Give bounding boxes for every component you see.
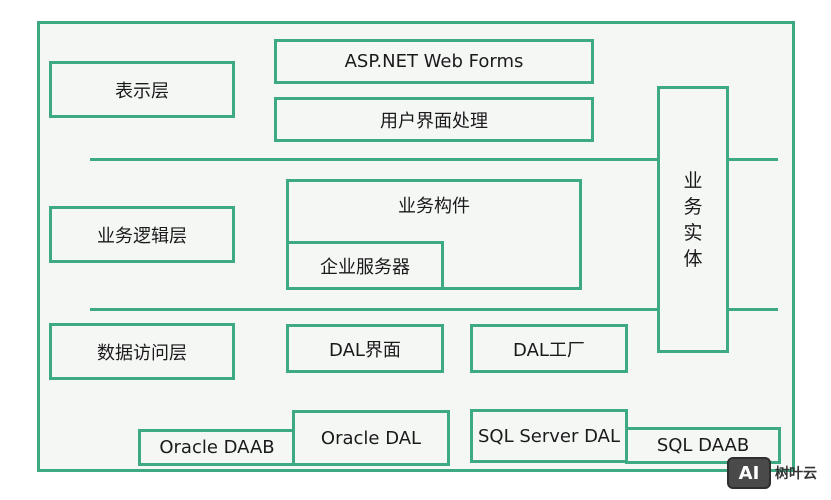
layer-business-label: 业务逻辑层 [97,225,187,247]
web-forms-box: ASP.NET Web Forms [274,39,594,84]
business-entity-char-2: 务 [683,195,703,218]
dal-factory-label: DAL工厂 [513,339,585,361]
sql-server-dal-label: SQL Server DAL [478,425,620,447]
business-entity-char-3: 实 [683,221,703,244]
separator-business-data [90,308,778,311]
sql-daab-label: SQL DAAB [656,435,750,456]
ui-processing-box: 用户界面处理 [274,97,594,142]
business-entity-char-1: 业 [683,169,703,192]
business-entity-char-4: 体 [683,247,703,270]
business-entity-box: 业 务 实 体 [657,86,729,353]
ui-processing-label: 用户界面处理 [380,110,488,132]
layer-business: 业务逻辑层 [49,206,235,263]
oracle-dal-label: Oracle DAL [320,427,422,449]
dal-factory-box: DAL工厂 [470,324,628,373]
oracle-dal-box: Oracle DAL [292,410,450,466]
business-components-label: 业务构件 [398,196,470,217]
enterprise-services-box: 企业服务器 [286,241,444,290]
dal-interface-box: DAL界面 [286,324,444,373]
watermark-logo-icon: AI [727,457,771,489]
enterprise-services-label: 企业服务器 [320,256,410,278]
layer-data-access-label: 数据访问层 [97,342,187,364]
dal-interface-label: DAL界面 [329,339,401,361]
separator-presentation-business [90,158,778,161]
watermark-text: 树叶云 [775,466,817,482]
watermark: AI 树叶云 [727,455,823,491]
layer-presentation-label: 表示层 [115,80,169,102]
layer-data-access: 数据访问层 [49,323,235,380]
layer-presentation: 表示层 [49,61,235,118]
oracle-daab-label: Oracle DAAB [159,437,275,458]
sql-server-dal-box: SQL Server DAL [470,409,628,463]
oracle-daab-box: Oracle DAAB [138,429,296,466]
web-forms-label: ASP.NET Web Forms [344,51,524,72]
